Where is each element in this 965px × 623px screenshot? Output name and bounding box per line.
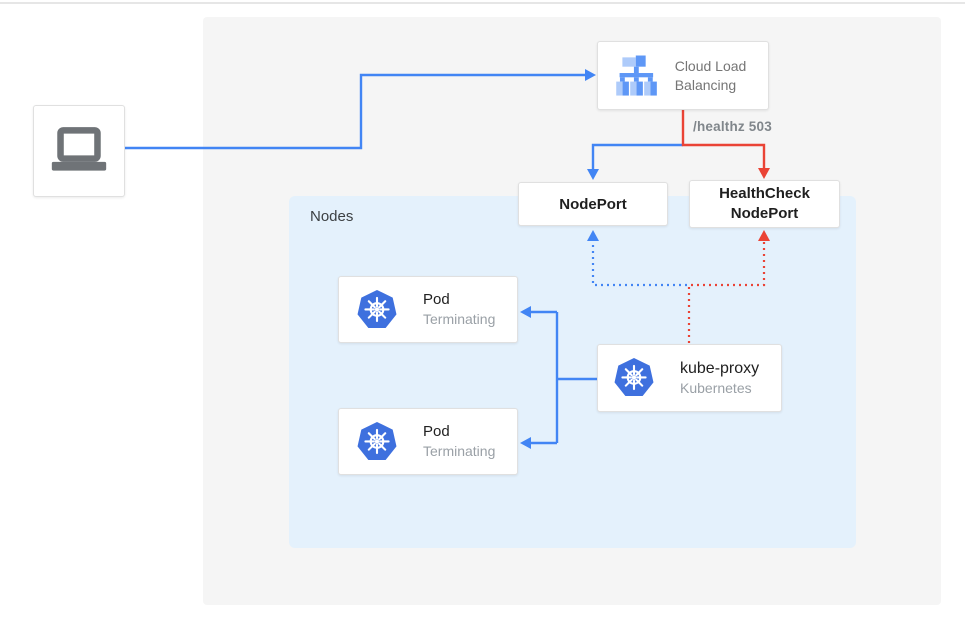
pod-title: Pod	[423, 423, 450, 440]
nodes-panel-label: Nodes	[310, 208, 354, 225]
healthz-status-label: /healthz 503	[693, 119, 772, 134]
kube-proxy-title: kube-proxy	[680, 359, 760, 377]
cloud-load-balancing-label: Cloud Load Balancing	[674, 57, 747, 93]
pod-node-2: Pod Terminating	[338, 408, 518, 475]
laptop-icon	[51, 127, 107, 171]
healthcheck-nodeport-node: HealthCheck NodePort	[689, 180, 840, 228]
healthcheck-nodeport-label: HealthCheck NodePort	[719, 185, 810, 222]
nodeport-label: NodePort	[559, 195, 627, 213]
pod-title: Pod	[423, 291, 450, 308]
kubernetes-icon	[614, 358, 654, 398]
client-node	[33, 105, 125, 197]
kubernetes-icon	[357, 422, 397, 462]
pod-status: Terminating	[423, 311, 496, 327]
pod-node-1: Pod Terminating	[338, 276, 518, 343]
cloud-load-balancing-node: Cloud Load Balancing	[597, 41, 769, 110]
top-divider	[0, 2, 965, 4]
pod-status: Terminating	[423, 443, 496, 459]
kube-proxy-node: kube-proxy Kubernetes	[597, 344, 782, 412]
nodeport-node: NodePort	[518, 182, 668, 226]
kubernetes-icon	[357, 290, 397, 330]
cloud-load-balancing-icon	[616, 55, 657, 96]
kube-proxy-subtitle: Kubernetes	[680, 379, 752, 396]
